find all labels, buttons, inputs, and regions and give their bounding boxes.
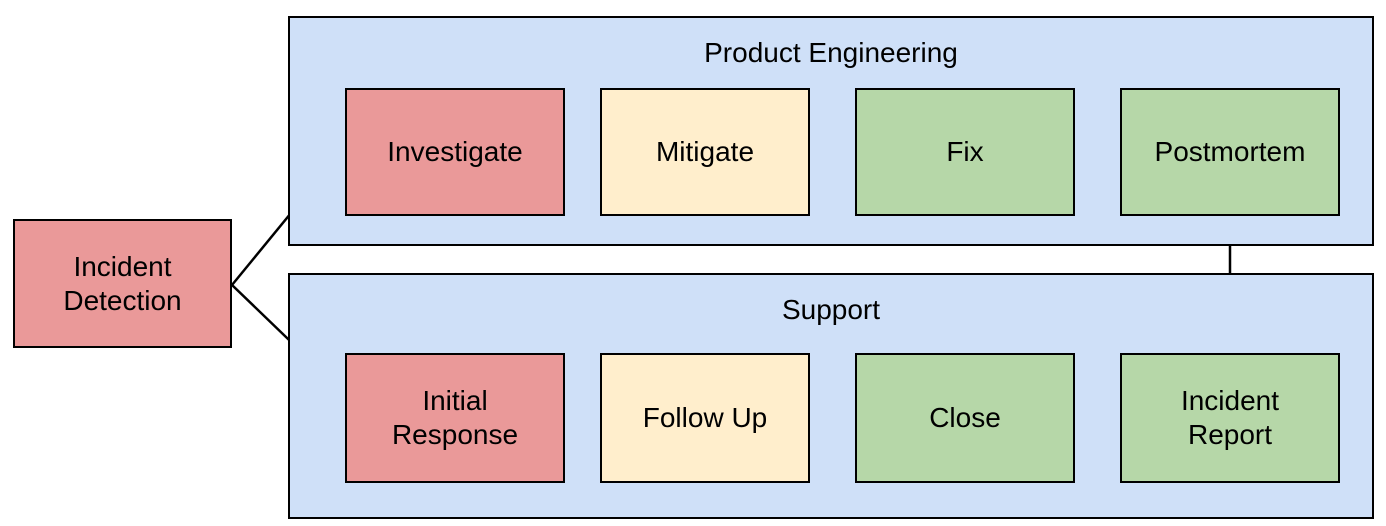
- node-investigate[interactable]: Investigate: [345, 88, 565, 216]
- node-mitigate-label: Mitigate: [655, 136, 755, 167]
- node-follow-up-label: Follow Up: [642, 402, 768, 433]
- node-close-label: Close: [929, 402, 1001, 433]
- node-follow-up[interactable]: Follow Up: [600, 353, 810, 483]
- node-incident-detection-label-line1: Incident: [73, 250, 172, 282]
- node-investigate-label: Investigate: [387, 136, 523, 167]
- node-incident-report[interactable]: Incident Report: [1120, 353, 1340, 483]
- node-fix[interactable]: Fix: [855, 88, 1075, 216]
- node-close[interactable]: Close: [855, 353, 1075, 483]
- node-mitigate[interactable]: Mitigate: [600, 88, 810, 216]
- lane-title-product-engineering: Product Engineering: [704, 37, 958, 68]
- node-incident-report-label-line2: Report: [1187, 419, 1273, 450]
- node-initial-response[interactable]: Initial Response: [345, 353, 565, 483]
- lane-title-support: Support: [781, 294, 881, 325]
- node-initial-response-label-line2: Response: [391, 419, 519, 450]
- node-incident-detection[interactable]: Incident Detection: [13, 219, 232, 348]
- node-postmortem-label: Postmortem: [1154, 136, 1306, 167]
- node-incident-report-label-line1: Incident: [1180, 385, 1280, 416]
- node-postmortem[interactable]: Postmortem: [1120, 88, 1340, 216]
- node-incident-detection-label-line2: Detection: [63, 284, 182, 316]
- node-initial-response-label-line1: Initial: [422, 385, 488, 416]
- node-fix-label: Fix: [946, 136, 984, 167]
